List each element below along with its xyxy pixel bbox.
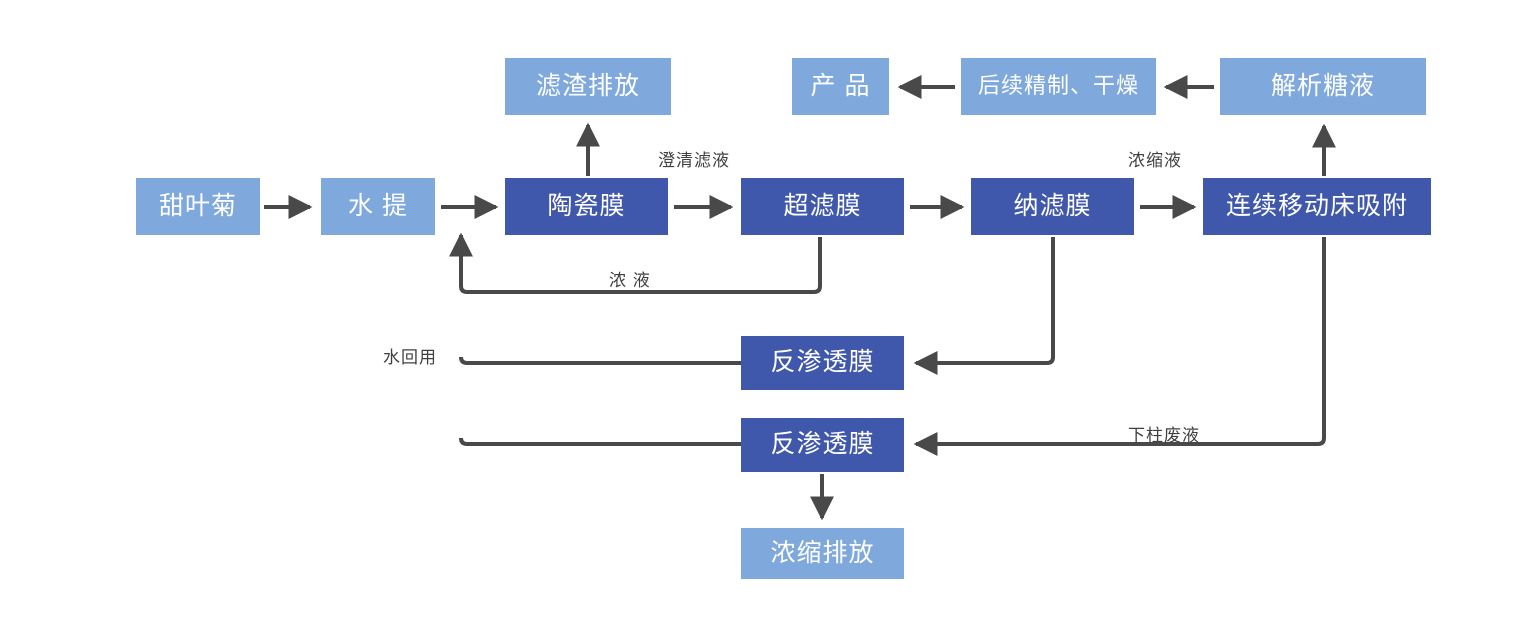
node-label: 超滤膜 [783, 191, 862, 220]
node-label: 反渗透膜 [770, 430, 875, 459]
node-label: 连续移动床吸附 [1225, 191, 1408, 220]
node-label: 后续精制、干燥 [977, 73, 1139, 99]
node-label: 滤渣排放 [535, 71, 640, 100]
node-ceramic-membrane[interactable]: 陶瓷膜 [505, 178, 668, 235]
node-label: 水 提 [348, 191, 408, 220]
edge-label-clear-filtrate: 澄清滤液 [658, 151, 730, 170]
node-ultrafiltration-membrane[interactable]: 超滤膜 [741, 178, 904, 235]
node-label: 产 品 [810, 71, 871, 100]
node-water-extraction[interactable]: 水 提 [321, 178, 435, 235]
node-desorbed-sugar-solution[interactable]: 解析糖液 [1220, 58, 1426, 115]
connector-smb-to-ro2 [913, 237, 1326, 456]
node-label: 纳滤膜 [1013, 191, 1092, 220]
node-continuous-moving-bed-adsorption[interactable]: 连续移动床吸附 [1203, 178, 1431, 235]
node-reverse-osmosis-membrane-1[interactable]: 反渗透膜 [741, 336, 904, 390]
edge-label-retentate: 浓 液 [609, 271, 651, 290]
node-nanofiltration-membrane[interactable]: 纳滤膜 [971, 178, 1134, 235]
node-label: 解析糖液 [1270, 71, 1375, 100]
node-reverse-osmosis-membrane-2[interactable]: 反渗透膜 [741, 418, 904, 472]
node-concentrate-discharge[interactable]: 浓缩排放 [741, 528, 904, 579]
node-label: 浓缩排放 [770, 538, 875, 567]
edge-label-column-waste: 下柱废液 [1128, 426, 1200, 445]
node-product[interactable]: 产 品 [792, 58, 889, 115]
node-further-refining-drying[interactable]: 后续精制、干燥 [961, 58, 1156, 115]
node-stevia[interactable]: 甜叶菊 [136, 178, 260, 235]
edge-label-water-reuse: 水回用 [383, 348, 437, 367]
connector-ro1-water-reuse [459, 356, 741, 365]
node-label: 陶瓷膜 [547, 191, 626, 220]
node-label: 甜叶菊 [158, 191, 237, 220]
connector-nf-to-ro1 [913, 237, 1055, 375]
node-filter-residue-discharge[interactable]: 滤渣排放 [505, 58, 671, 115]
connector-ro2-water-reuse [459, 437, 741, 446]
edge-label-concentrate: 浓缩液 [1128, 151, 1182, 170]
node-label: 反渗透膜 [770, 348, 875, 377]
